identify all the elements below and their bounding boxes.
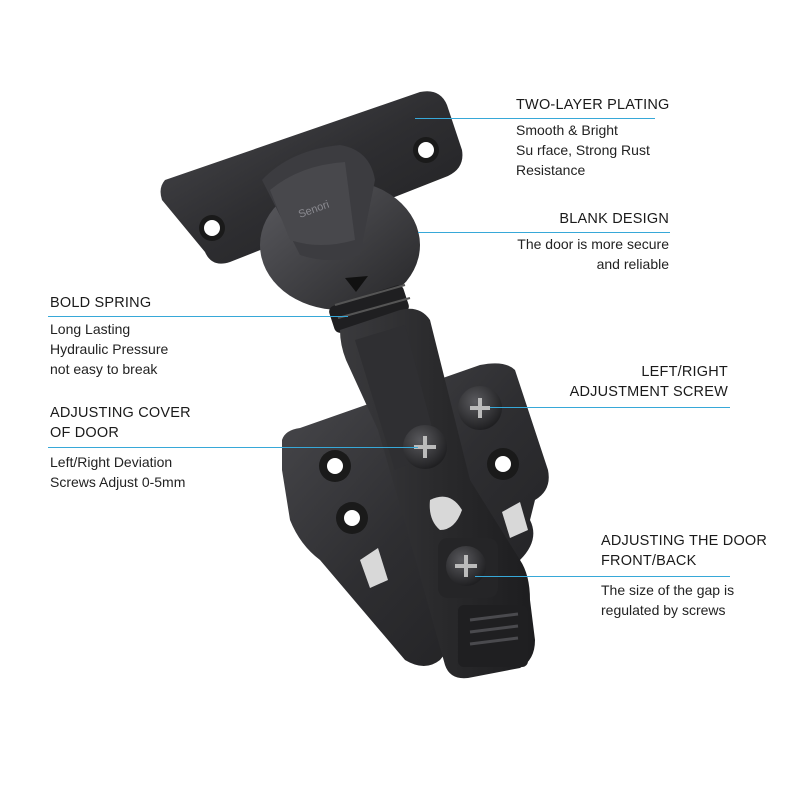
description-line: The door is more secure — [517, 236, 669, 252]
description-line: Smooth & Bright — [516, 122, 618, 138]
callout-lr-adjustment-screw: LEFT/RIGHT ADJUSTMENT SCREW — [570, 362, 728, 402]
description-line: The size of the gap is — [601, 582, 735, 598]
callout-line-bold-spring — [48, 316, 348, 317]
callout-title: TWO-LAYER PLATING — [516, 97, 670, 113]
description-line: Su rface, Strong Rust — [516, 142, 650, 158]
callout-line-blank-design — [418, 232, 670, 233]
callout-title: BOLD SPRING — [50, 295, 152, 311]
callout-line-adjusting-cover — [48, 447, 418, 448]
callout-line-lr-screw — [490, 407, 730, 408]
callout-line-two-layer — [415, 118, 655, 119]
callout-title: BLANK DESIGN — [559, 211, 669, 227]
description-line: Hydraulic Pressure — [50, 341, 169, 357]
callout-title: ADJUSTING COVER — [50, 405, 191, 421]
callout-adjusting-cover: ADJUSTING COVER OF DOOR — [50, 403, 191, 443]
description-line: Screws Adjust 0-5mm — [50, 474, 186, 490]
callout-title: LEFT/RIGHT — [641, 364, 728, 380]
description-line: regulated by screws — [601, 602, 726, 618]
callout-bold-spring: BOLD SPRING — [50, 293, 151, 313]
callout-front-back-description: The size of the gap is regulated by scre… — [601, 580, 734, 620]
callout-line-front-back — [475, 576, 730, 577]
callout-title: ADJUSTING THE DOOR — [601, 533, 768, 549]
description-line: Resistance — [516, 162, 586, 178]
callout-bold-spring-description: Long Lasting Hydraulic Pressure not easy… — [50, 319, 168, 379]
callout-two-layer-description: Smooth & Bright Su rface, Strong Rust Re… — [516, 120, 650, 180]
callout-blank-design-description: The door is more secure and reliable — [517, 234, 669, 274]
description-line: not easy to break — [50, 361, 158, 377]
callout-front-back: ADJUSTING THE DOOR FRONT/BACK — [601, 531, 767, 571]
description-line: Long Lasting — [50, 321, 131, 337]
description-line: and reliable — [596, 256, 669, 272]
description-line: Left/Right Deviation — [50, 454, 173, 470]
callout-title: ADJUSTMENT SCREW — [569, 384, 728, 400]
callout-blank-design: BLANK DESIGN — [559, 209, 669, 229]
callout-title: FRONT/BACK — [601, 553, 697, 569]
callout-adjusting-cover-description: Left/Right Deviation Screws Adjust 0-5mm — [50, 452, 185, 492]
callout-title: OF DOOR — [50, 425, 120, 441]
callout-two-layer-plating: TWO-LAYER PLATING — [516, 95, 670, 115]
